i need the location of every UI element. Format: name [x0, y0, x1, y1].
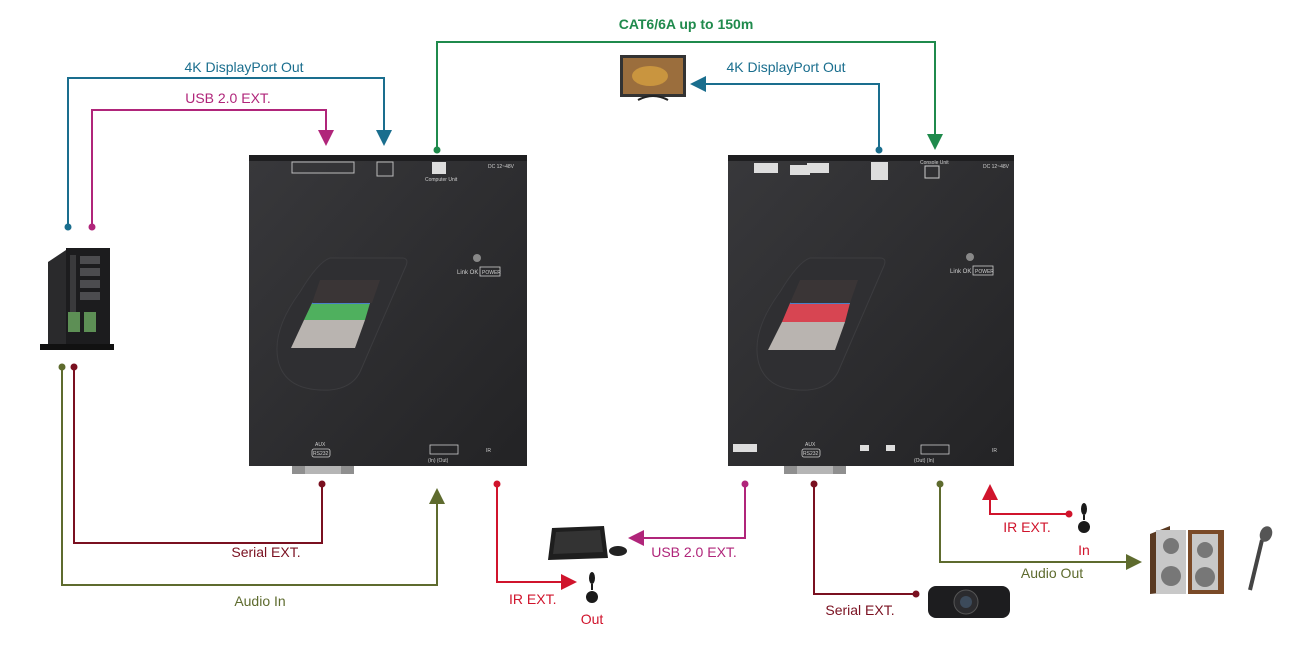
- rx-link-port-icon: [924, 165, 940, 179]
- serial-right-label: Serial EXT.: [825, 602, 894, 618]
- dp-left-line: [67, 77, 392, 226]
- audio-out-line: [939, 484, 1142, 570]
- usb-left-line: [91, 109, 334, 226]
- displayport-port-icon: [376, 161, 394, 177]
- speakers-icon: [1150, 526, 1224, 594]
- rx-aux-label: AUX: [805, 442, 816, 448]
- serial-left-label: Serial EXT.: [231, 544, 300, 560]
- rx-displayport-port-icon: [871, 162, 888, 180]
- cat6-line: [436, 41, 943, 150]
- ir-in-line: [982, 484, 1068, 515]
- tx-audio-port-icon: [429, 444, 459, 455]
- ir-in-text: In: [1078, 542, 1090, 558]
- rx-rs232-label: RS232: [803, 451, 819, 457]
- ir-emitter-icon: [586, 572, 598, 603]
- ir-receiver-icon: [1078, 503, 1090, 533]
- keyboard-mouse-icon: [548, 526, 627, 560]
- rx-audio-inout-label: (Out) (In): [914, 458, 935, 464]
- transmitter-unit: Computer Unit DC 12~48V Link OK POWER AU…: [249, 155, 527, 474]
- dp-right-label: 4K DisplayPort Out: [726, 59, 845, 75]
- tx-aux-label: AUX: [315, 442, 326, 448]
- rx-ir-label: IR: [992, 448, 997, 454]
- projector-icon: [928, 586, 1010, 618]
- rx-dc-label: DC 12~48V: [983, 164, 1010, 170]
- serial-right-line: [813, 484, 915, 595]
- rx-usb-bottom-icon: [733, 444, 757, 452]
- rx-power-label: POWER: [975, 269, 994, 275]
- cat6-label: CAT6/6A up to 150m: [619, 16, 754, 32]
- tx-port-label: Computer Unit: [425, 177, 458, 183]
- computer-tower-icon: [40, 248, 114, 350]
- tx-dc-label: DC 12~48V: [488, 164, 515, 170]
- receiver-unit: Console Unit DC 12~48V Link OK POWER AUX…: [728, 155, 1014, 474]
- usb-left-label: USB 2.0 EXT.: [185, 90, 271, 106]
- audio-in-label: Audio In: [234, 593, 285, 609]
- microphone-icon: [1248, 526, 1273, 591]
- usb-port-icon: [291, 161, 355, 174]
- rx-red-stripe: [782, 303, 850, 322]
- rx-led-icon: [966, 253, 974, 261]
- audio-in-line: [61, 368, 445, 586]
- usb-right-line: [628, 484, 746, 546]
- tx-audio-inout-label: (In) (Out): [428, 458, 449, 464]
- monitor-icon: [620, 55, 686, 101]
- tx-link-ok-label: Link OK: [457, 270, 478, 276]
- audio-out-label: Audio Out: [1021, 565, 1083, 581]
- serial-left-line: [73, 368, 323, 544]
- ir-in-label: IR EXT.: [1003, 519, 1050, 535]
- tx-led-icon: [473, 254, 481, 262]
- ir-out-label: IR EXT.: [509, 591, 556, 607]
- rx-usb-port-icon: [754, 163, 778, 173]
- dp-right-line: [690, 76, 880, 148]
- usb-right-label: USB 2.0 EXT.: [651, 544, 737, 560]
- rx-port-label: Console Unit: [920, 160, 949, 166]
- tx-green-stripe: [304, 303, 370, 320]
- tx-ir-label: IR: [486, 448, 491, 454]
- rx-audio-port-icon: [920, 444, 950, 455]
- link-port-icon: [432, 162, 446, 174]
- tx-power-label: POWER: [482, 270, 501, 276]
- ir-out-text: Out: [581, 611, 604, 627]
- ir-out-line: [496, 484, 577, 590]
- tx-rs232-label: RS232: [313, 451, 329, 457]
- rx-link-ok-label: Link OK: [950, 269, 971, 275]
- dp-left-label: 4K DisplayPort Out: [184, 59, 303, 75]
